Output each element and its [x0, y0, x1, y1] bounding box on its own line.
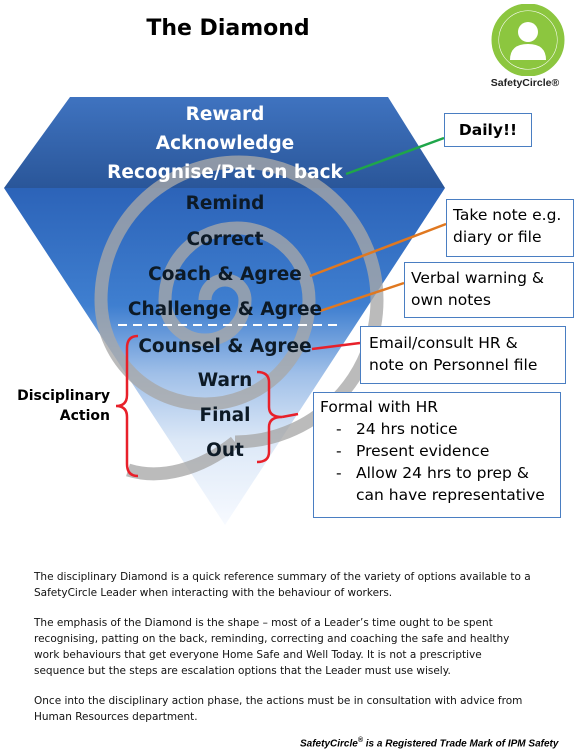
callout-take-note: Take note e.g. diary or file: [446, 199, 574, 257]
callout-daily-text: Daily!!: [458, 121, 518, 139]
callout-formal-heading: Formal with HR: [320, 398, 439, 416]
disciplinary-brace-left: [115, 334, 139, 478]
step-correct: Correct: [186, 229, 264, 250]
paragraph-3: Once into the disciplinary action phase,…: [34, 695, 523, 723]
disciplinary-label-line2: Action: [59, 408, 110, 424]
callout-email-line1: Email/consult HR &: [369, 334, 518, 352]
safetycircle-logo: [491, 4, 565, 76]
step-out: Out: [206, 440, 244, 461]
trademark-brand: SafetyCircle: [300, 738, 358, 750]
callout-formal-item-continuation: can have representative: [356, 486, 545, 504]
callout-verbal-line2: own notes: [411, 291, 491, 309]
page-title: The Diamond: [146, 16, 310, 41]
step-reward: Reward: [185, 104, 265, 125]
paragraph-1: The disciplinary Diamond is a quick refe…: [34, 571, 531, 599]
disciplinary-action-label: Disciplinary Action: [10, 386, 110, 426]
callout-formal-item: -Present evidence: [336, 442, 490, 460]
callout-take-note-line1: Take note e.g.: [453, 206, 562, 224]
formal-connector: [281, 412, 299, 419]
callout-formal-item: -Allow 24 hrs to prep &: [336, 464, 529, 482]
callout-take-note-line2: diary or file: [453, 228, 542, 246]
step-coach-agree: Coach & Agree: [148, 264, 302, 285]
take-note-connector: [309, 222, 447, 278]
trademark-symbol: ®: [357, 737, 363, 744]
trademark-notice: SafetyCircle® is a Registered Trade Mark…: [300, 737, 570, 749]
callout-email: Email/consult HR & note on Personnel fil…: [360, 326, 566, 384]
step-challenge-agree: Challenge & Agree: [127, 299, 323, 320]
callout-email-line2: note on Personnel file: [369, 356, 538, 374]
verbal-connector: [319, 281, 405, 313]
callout-formal: Formal with HR -24 hrs notice -Present e…: [313, 392, 561, 518]
step-warn: Warn: [197, 370, 253, 391]
callout-formal-item: -24 hrs notice: [336, 420, 458, 438]
step-recognise: Recognise/Pat on back: [107, 162, 343, 183]
diamond-body: [4, 188, 445, 525]
diamond-crown: [4, 97, 445, 188]
daily-connector: [345, 136, 445, 176]
callout-verbal-line1: Verbal warning &: [411, 269, 544, 287]
callout-verbal: Verbal warning & own notes: [404, 262, 574, 318]
spiral: [94, 155, 384, 481]
trademark-rest: is a Registered Trade Mark of IPM Safety: [362, 738, 559, 750]
callout-daily: Daily!!: [444, 113, 532, 147]
paragraph-2: The emphasis of the Diamond is the shape…: [34, 617, 510, 677]
callout-formal-list: -24 hrs notice -Present evidence -Allow …: [320, 418, 560, 506]
disciplinary-label-line1: Disciplinary: [17, 388, 110, 404]
logo-text: SafetyCircle®: [490, 77, 560, 89]
step-final: Final: [199, 405, 251, 426]
step-counsel-agree: Counsel & Agree: [138, 336, 312, 357]
email-connector: [311, 341, 361, 351]
step-acknowledge: Acknowledge: [155, 133, 295, 154]
step-remind: Remind: [185, 193, 265, 214]
